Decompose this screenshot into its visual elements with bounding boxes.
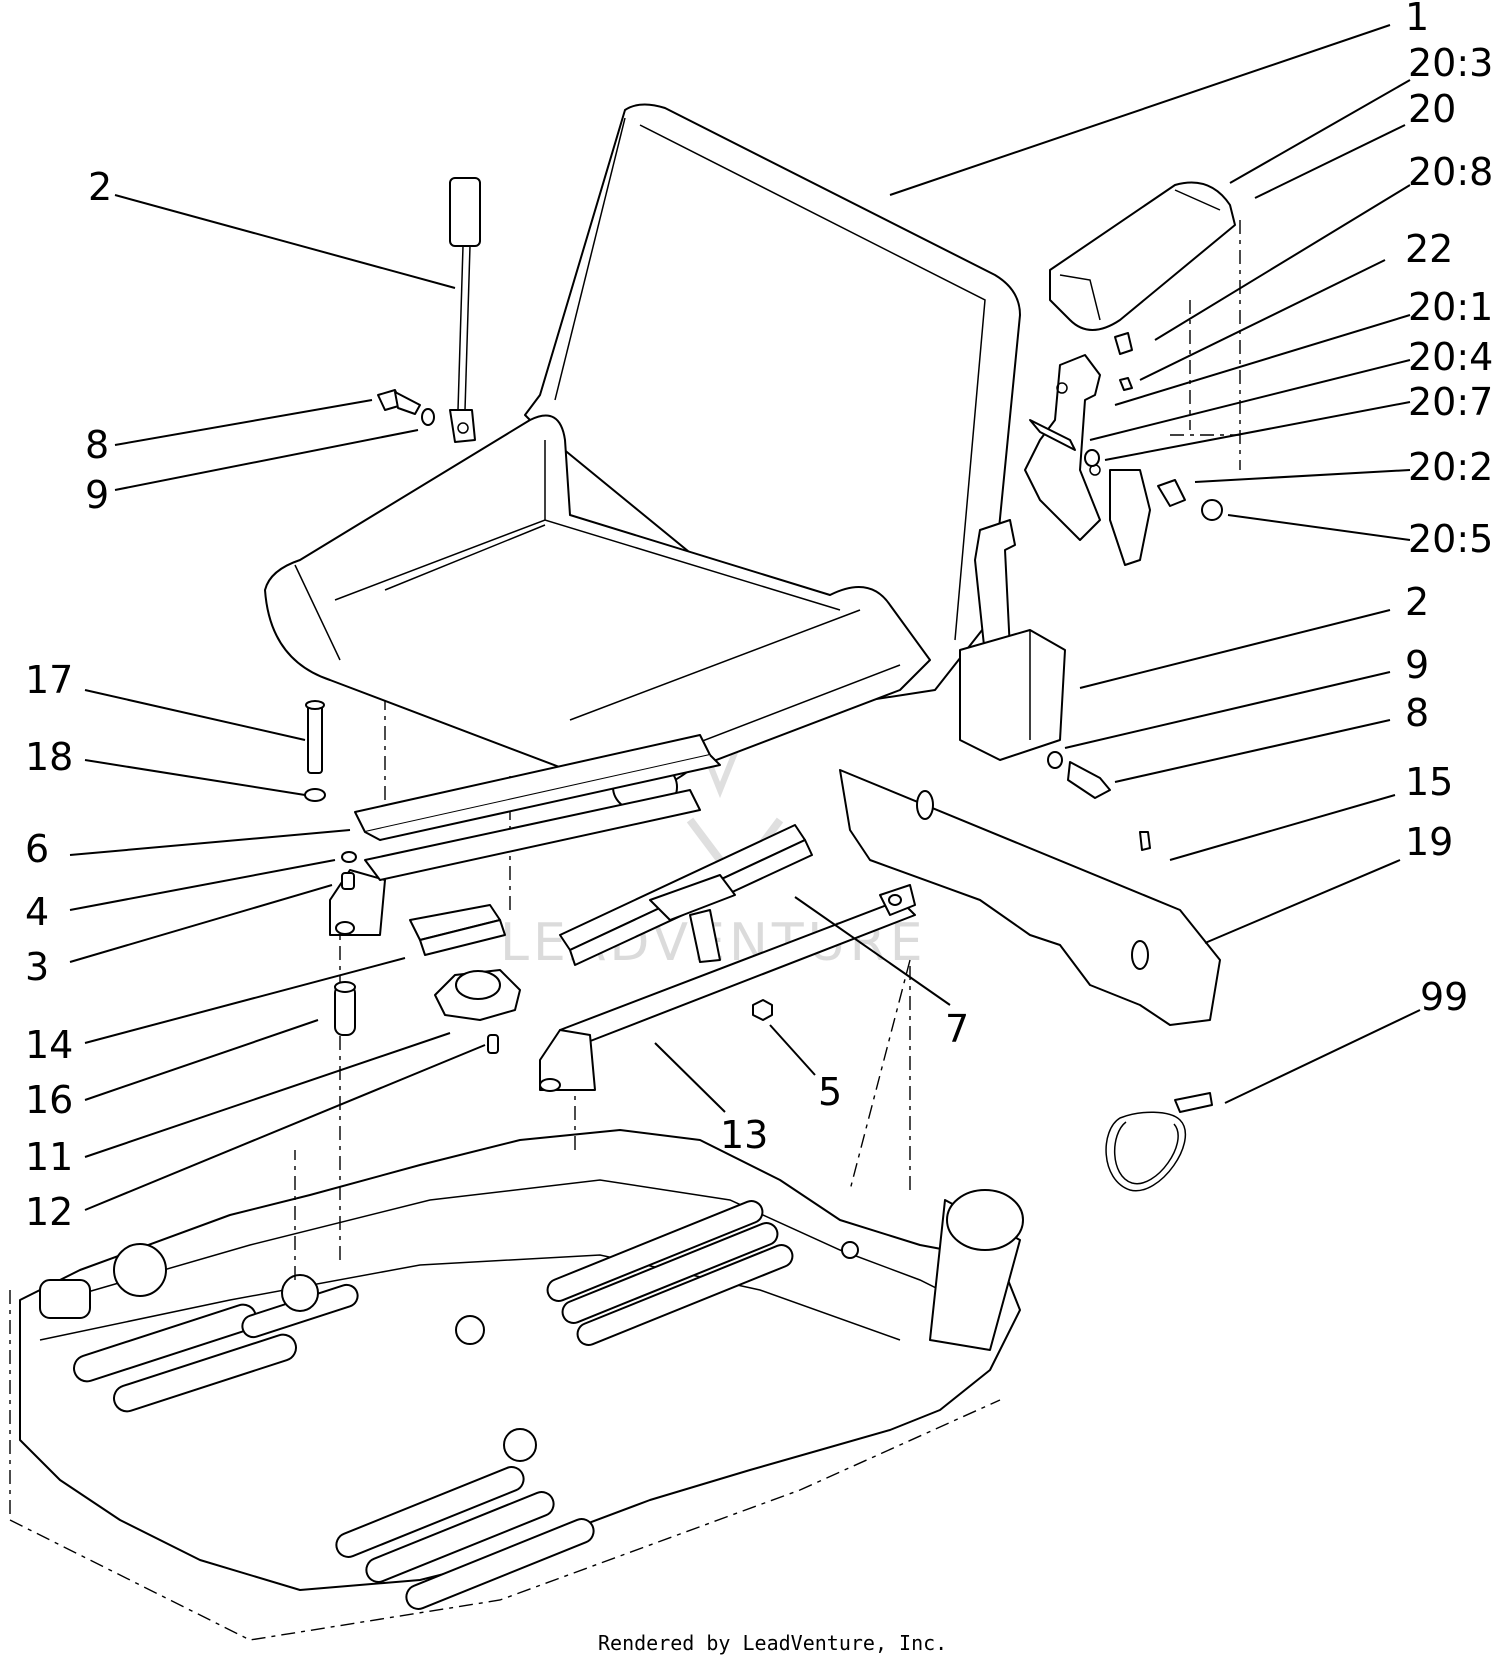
callout-2-left: 2 <box>88 165 112 209</box>
callout-8-right: 8 <box>1405 691 1429 735</box>
frame-slot <box>39 1279 91 1319</box>
callout-11: 11 <box>25 1135 73 1179</box>
armrest <box>1024 181 1236 566</box>
frame-hole <box>113 1243 167 1297</box>
callout-20-1: 20:1 <box>1408 285 1493 329</box>
fasteners-small <box>341 851 499 1054</box>
frame-hole <box>841 1241 859 1259</box>
cable-tie-99 <box>1105 1092 1213 1192</box>
callout-14: 14 <box>25 1023 73 1067</box>
callout-15: 15 <box>1405 760 1453 804</box>
seat-belt-right <box>959 519 1111 799</box>
callout-9-left: 9 <box>85 473 109 517</box>
callout-5: 5 <box>818 1070 842 1114</box>
callout-22: 22 <box>1405 227 1453 271</box>
seat-belt-left <box>449 177 481 443</box>
callout-8-left: 8 <box>85 423 109 467</box>
bolt-17 <box>304 700 326 802</box>
frame-hole <box>503 1428 537 1462</box>
callout-17: 17 <box>25 658 73 702</box>
callout-4: 4 <box>25 890 49 934</box>
callout-3: 3 <box>25 945 49 989</box>
callout-12: 12 <box>25 1190 73 1234</box>
callout-19: 19 <box>1405 820 1453 864</box>
bolt-left <box>377 389 435 426</box>
callout-20-5: 20:5 <box>1408 517 1493 561</box>
callout-20-3: 20:3 <box>1408 41 1493 85</box>
leader-lines <box>69 24 1421 1211</box>
callout-20-7: 20:7 <box>1408 380 1493 424</box>
slide-rail-left <box>329 734 721 936</box>
frame-rollers-middle <box>546 1200 794 1346</box>
frame-hole <box>281 1274 319 1312</box>
seat <box>264 103 1021 814</box>
seat-switch <box>434 969 521 1021</box>
callout-20: 20 <box>1408 87 1456 131</box>
callout-99: 99 <box>1420 975 1468 1019</box>
footer-credit: Rendered by LeadVenture, Inc. <box>598 1631 947 1655</box>
seat-mount-13 <box>539 884 916 1092</box>
spacer-16 <box>334 981 356 1036</box>
callout-9-right: 9 <box>1405 643 1429 687</box>
slide-rail-right <box>559 824 813 966</box>
callout-6: 6 <box>25 827 49 871</box>
callout-13: 13 <box>720 1113 768 1157</box>
frame-tube <box>929 1189 1024 1351</box>
callouts: 1 20:3 20 20:8 22 20:1 20:4 20:7 20:2 20… <box>25 0 1493 1234</box>
callout-2-right: 2 <box>1405 580 1429 624</box>
callout-16: 16 <box>25 1078 73 1122</box>
callout-18: 18 <box>25 735 73 779</box>
callout-7: 7 <box>945 1007 969 1051</box>
callout-20-2: 20:2 <box>1408 445 1493 489</box>
callout-1: 1 <box>1405 0 1429 39</box>
frame-rollers-front <box>335 1466 595 1610</box>
frame <box>9 1129 1024 1641</box>
rear-rail <box>839 769 1221 1026</box>
pad-14 <box>409 904 506 956</box>
callout-20-4: 20:4 <box>1408 335 1493 379</box>
nut-5 <box>752 999 773 1021</box>
frame-hole <box>455 1315 485 1345</box>
bolt-15 <box>1139 831 1151 851</box>
callout-20-8: 20:8 <box>1408 150 1493 194</box>
